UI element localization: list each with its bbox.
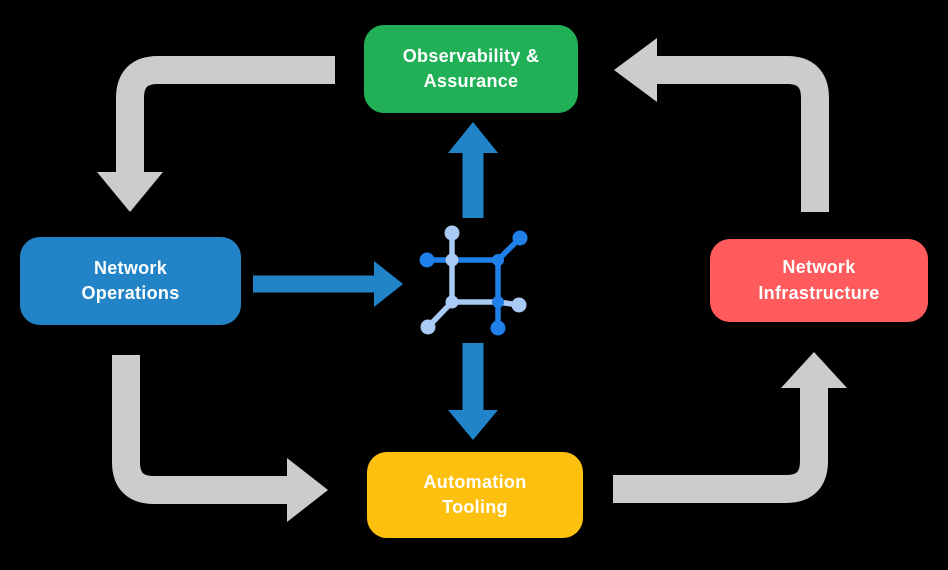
arrow-icon-to-automation xyxy=(448,343,498,440)
node-network-operations-label: Network Operations xyxy=(81,256,179,306)
arrow-infrastructure-to-observability xyxy=(614,38,829,212)
node-observability-label: Observability & Assurance xyxy=(403,44,540,94)
node-automation-tooling-label: Automation Tooling xyxy=(424,470,527,520)
node-observability: Observability & Assurance xyxy=(364,25,578,113)
arrow-automation-to-infrastructure xyxy=(613,352,847,503)
arrow-operations-to-automation xyxy=(112,355,328,522)
label-line: Network xyxy=(93,257,168,278)
arrow-icon-to-observability xyxy=(448,122,498,218)
node-automation-tooling: Automation Tooling xyxy=(367,452,583,538)
label-line: Network xyxy=(782,257,856,278)
label-line: Assurance xyxy=(423,71,519,91)
arrow-operations-to-icon xyxy=(253,261,403,307)
node-network-infrastructure-label: Network Infrastructure xyxy=(758,255,879,305)
label-line: Operations xyxy=(81,283,180,303)
label-line: Tooling xyxy=(442,497,508,517)
node-network-operations: Network Operations xyxy=(20,237,241,325)
network-fabric-icon xyxy=(419,225,528,336)
label-line: Automation xyxy=(423,471,527,492)
node-network-infrastructure: Network Infrastructure xyxy=(710,239,928,322)
label-line: Infrastructure xyxy=(758,282,880,303)
arrow-observability-to-operations xyxy=(97,56,335,212)
label-line: Observability & xyxy=(402,45,540,66)
